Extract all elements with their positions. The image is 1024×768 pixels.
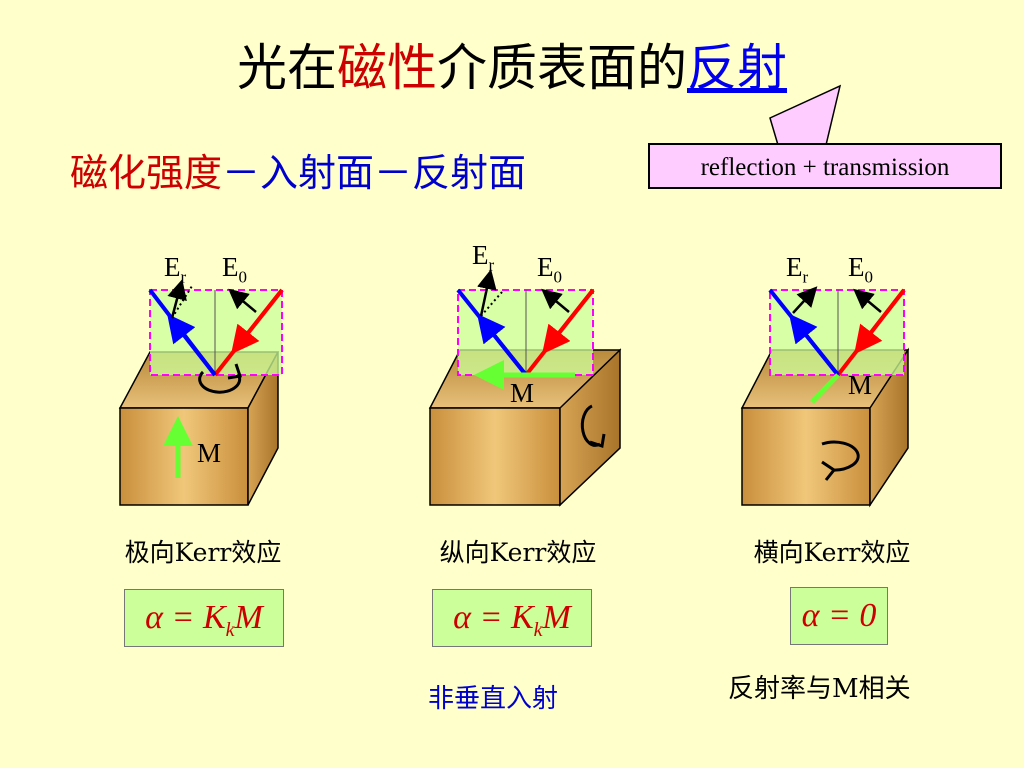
panel-2-rotation-icon: [580, 404, 601, 447]
panel-3-plane: [769, 289, 905, 376]
panel-3-rotation-icon: [821, 440, 860, 472]
panel-3-note: 反射率与M相关: [728, 674, 911, 704]
panel-3-formula: α = 0: [790, 587, 888, 645]
panel-3-er-vector: [792, 286, 818, 314]
panel-2-er-label: Er: [472, 240, 495, 275]
panel-3-caption: 横向Kerr效应: [753, 538, 911, 567]
panel-2-formula: α = KkM: [432, 589, 592, 647]
panel-2-m-label: M: [510, 378, 535, 408]
callout-box: reflection + transmission: [648, 143, 1002, 189]
panel-1-e0-vector: [228, 288, 257, 313]
panel-2-e0-label: E0: [537, 252, 562, 287]
panel-3-e0-label: E0: [848, 252, 873, 287]
subtitle-part1: 磁化强度: [70, 151, 223, 195]
panel-2-note: 非垂直入射: [428, 684, 559, 714]
title-part3: 介质表面的: [437, 39, 687, 97]
panel-1-rotation-icon: [198, 370, 242, 394]
panel-3-e0-vector: [853, 288, 882, 313]
panel-1-er-label: Er: [164, 252, 187, 287]
page-title: 光在磁性介质表面的反射: [0, 28, 1024, 100]
panel-1-formula: α = KkM: [124, 589, 284, 647]
title-link[interactable]: 反射: [687, 39, 787, 97]
title-part1: 光在: [237, 39, 337, 97]
panel-3-er-label: Er: [786, 252, 809, 287]
panel-1-m-label: M: [197, 438, 222, 468]
panel-2-caption: 纵向Kerr效应: [439, 538, 597, 567]
panel-2-er-vector: [477, 269, 497, 317]
subtitle: 磁化强度－入射面－反射面: [70, 142, 526, 197]
panel-3-m-label: M: [848, 370, 873, 400]
panel-1-er-vector: [167, 279, 187, 319]
panel-1-caption: 极向Kerr效应: [124, 538, 282, 567]
subtitle-part2: －入射面－反射面: [222, 151, 527, 195]
panel-2-plane: [457, 289, 594, 376]
panel-2-e0-vector: [541, 288, 570, 313]
title-part2: 磁性: [337, 39, 437, 97]
panel-3-magnetization-arrow: [810, 373, 840, 404]
panel-1-e0-label: E0: [222, 252, 247, 287]
panel-1-plane: [149, 289, 283, 376]
